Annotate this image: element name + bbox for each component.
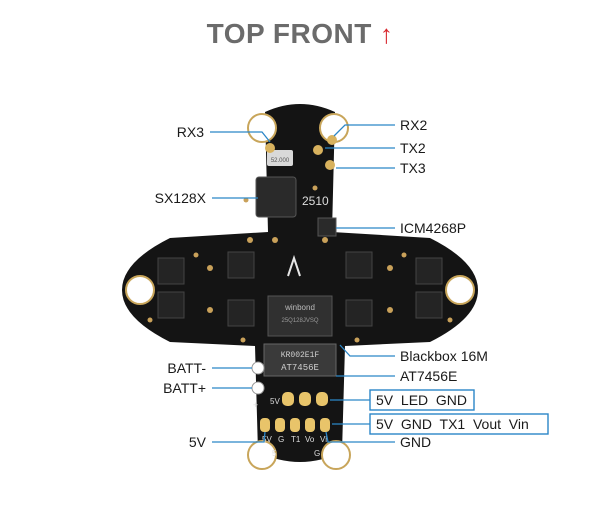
bottom-row-box <box>369 413 549 435</box>
svg-text:KR002E1F: KR002E1F <box>281 351 320 360</box>
label-led-row: 5V LED GND <box>376 392 467 408</box>
label-5v: 5V <box>189 434 207 450</box>
svg-text:winbond: winbond <box>284 303 315 312</box>
up-arrow-icon: ↑ <box>379 19 394 49</box>
svg-text:+: + <box>253 400 258 410</box>
pad-led-5v <box>282 392 294 406</box>
mount-hole-right <box>445 275 475 305</box>
label-batt-minus: BATT- <box>167 360 206 376</box>
mount-hole-bottom-left <box>247 440 277 470</box>
pad-bottom-vout <box>305 418 315 432</box>
pad-bottom-5v <box>260 418 270 432</box>
label-tx2: TX2 <box>400 140 426 156</box>
led-row-box <box>369 389 475 411</box>
mount-hole-bottom-right <box>321 440 351 470</box>
label-at7456e: AT7456E <box>400 368 457 384</box>
pad-tx3 <box>325 160 335 170</box>
page-title: TOP FRONT↑ <box>0 18 600 50</box>
pad-led-gnd <box>316 392 328 406</box>
svg-text:52.000: 52.000 <box>271 158 290 164</box>
svg-text:5V: 5V <box>262 435 272 444</box>
svg-text:5V: 5V <box>270 397 280 406</box>
silk-2510: 2510 <box>302 194 329 208</box>
icm-chip <box>317 217 337 237</box>
label-rx3: RX3 <box>177 124 204 140</box>
labels: RX3 SX128X RX2 TX2 TX3 ICM4268P Blackbox… <box>155 117 549 450</box>
label-rx2: RX2 <box>400 117 427 133</box>
label-gnd: GND <box>400 434 431 450</box>
pad-batt-plus <box>251 381 265 395</box>
crystal <box>267 150 293 166</box>
mount-hole-left <box>125 275 155 305</box>
flight-controller-board: 52.000 2510 winbond 25Q128JVSQ KR002E1F … <box>122 104 478 470</box>
label-batt-plus: BATT+ <box>163 380 206 396</box>
svg-text:AT7456E: AT7456E <box>281 363 319 373</box>
svg-text:T1: T1 <box>291 435 301 444</box>
pad-bottom-vin <box>320 418 330 432</box>
label-tx3: TX3 <box>400 160 426 176</box>
leader-lines <box>210 124 395 443</box>
pad-bottom-gnd <box>275 418 285 432</box>
svg-text:G: G <box>314 449 320 458</box>
label-icm4268p: ICM4268P <box>400 220 466 236</box>
label-sx128x: SX128X <box>155 190 207 206</box>
label-bottom-row: 5V GND TX1 Vout Vin <box>376 416 529 432</box>
logo-mark <box>287 254 301 277</box>
pad-bottom-tx1 <box>290 418 300 432</box>
svg-text:25Q128JVSQ: 25Q128JVSQ <box>281 318 318 324</box>
svg-text:5: 5 <box>272 449 277 458</box>
svg-text:Vo: Vo <box>305 435 315 444</box>
label-blackbox: Blackbox 16M <box>400 348 488 364</box>
mount-hole-top-left <box>247 113 277 143</box>
pad-rx2 <box>327 135 337 145</box>
pad-batt-minus <box>251 361 265 375</box>
pad-tx2 <box>313 145 323 155</box>
at7456e-chip <box>263 343 337 377</box>
sx128x-chip <box>255 176 297 218</box>
pad-led-signal <box>299 392 311 406</box>
blackbox-flash-chip <box>267 295 333 337</box>
svg-text:Vi: Vi <box>320 435 327 444</box>
svg-text:G: G <box>278 435 284 444</box>
title-text: TOP FRONT <box>206 18 372 49</box>
pad-rx3 <box>265 143 275 153</box>
